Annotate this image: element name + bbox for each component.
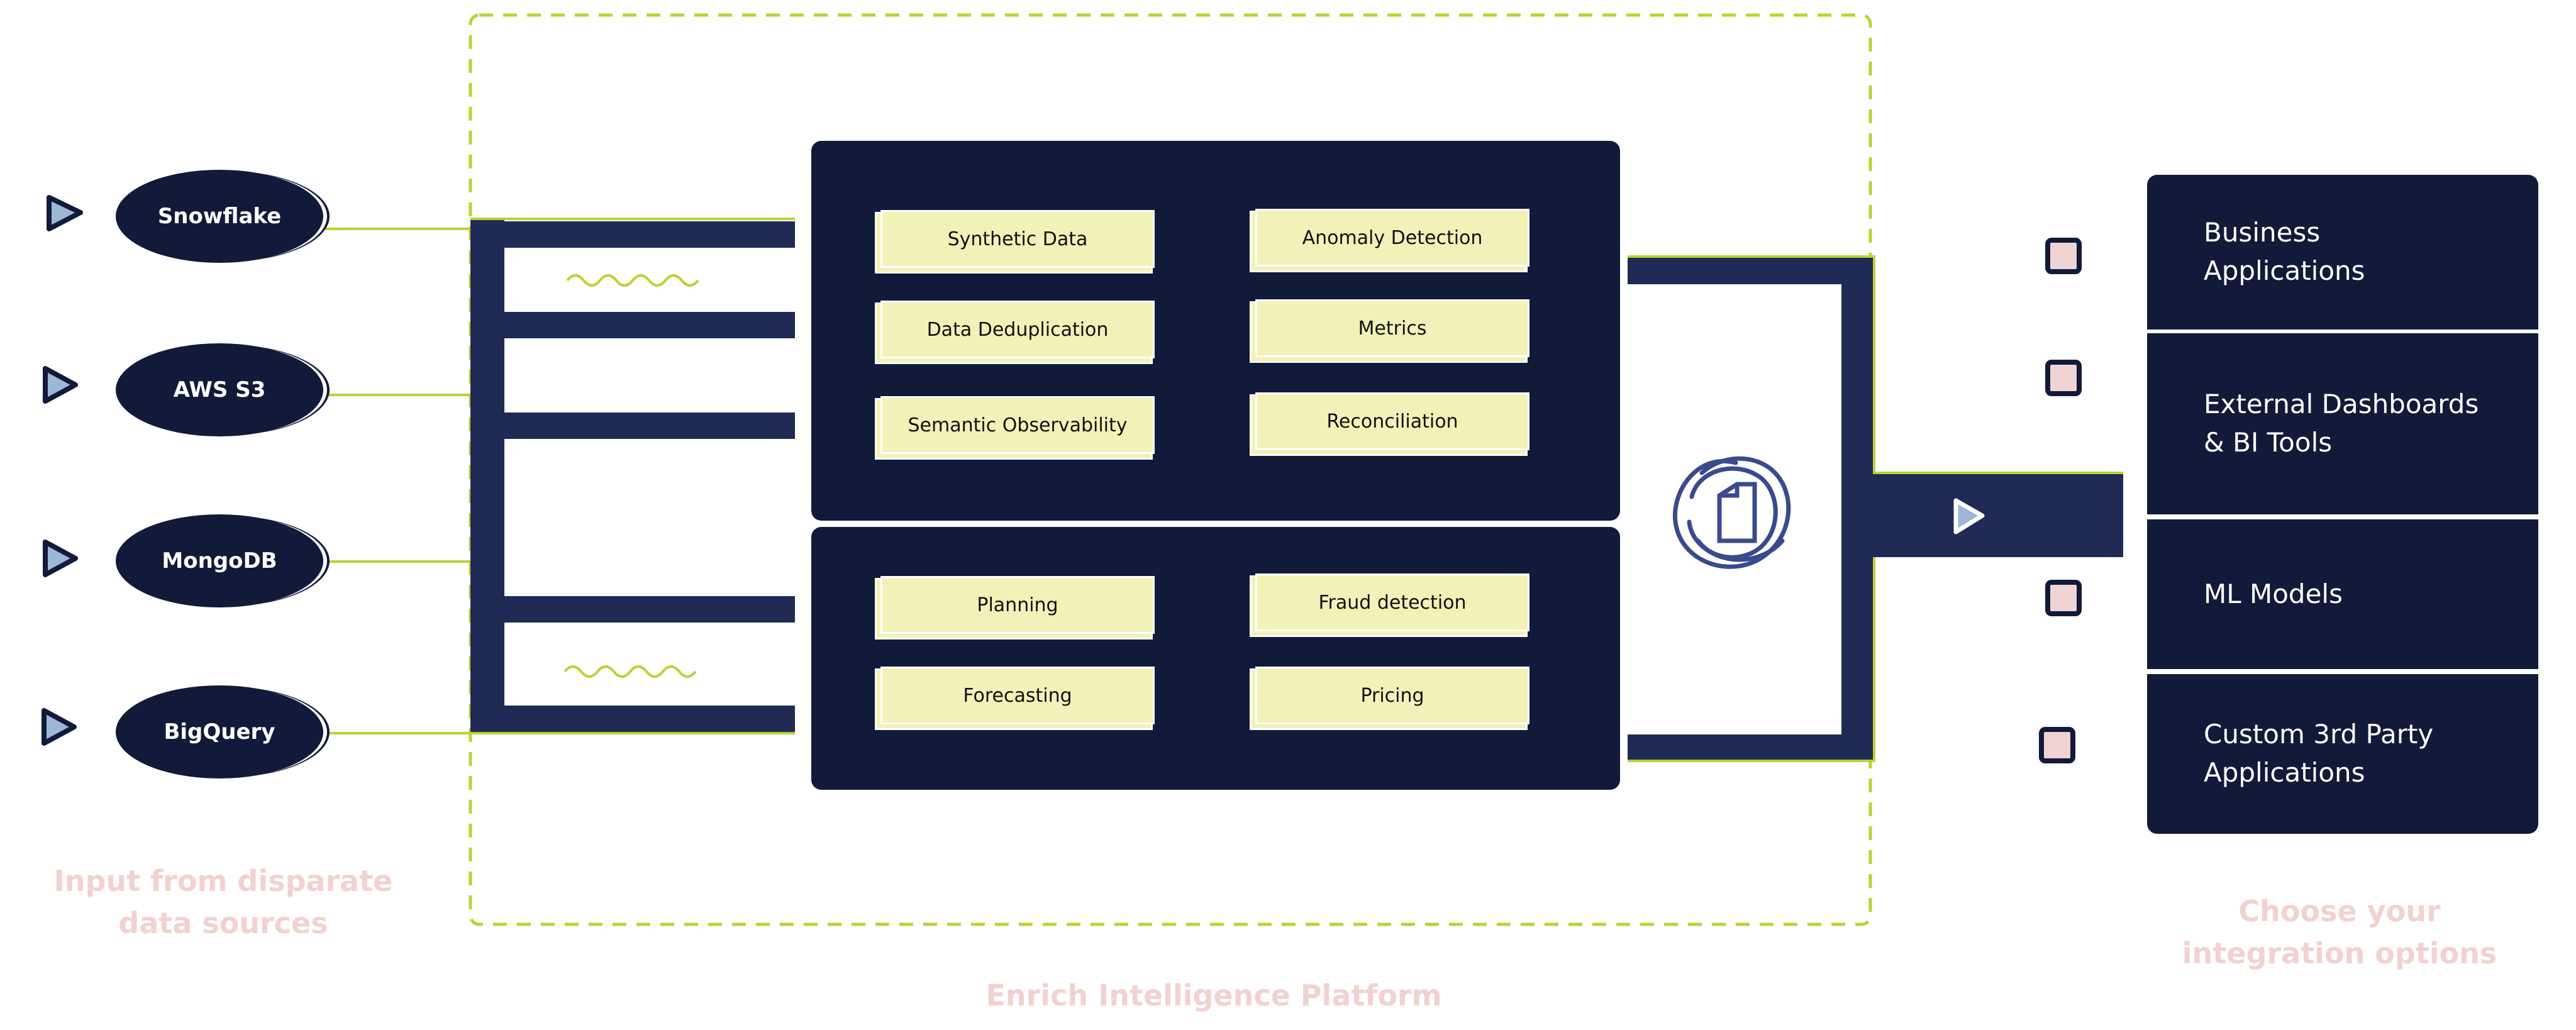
capability-card[interactable]: Metrics [1255,299,1530,357]
squiggle-top [566,274,699,287]
capability-card[interactable]: Anomaly Detection [1255,209,1530,267]
output-pipe-right [1841,258,1874,761]
source-snowflake[interactable]: Snowflake [116,170,323,263]
capability-label: Forecasting [963,684,1072,707]
output-pipe-bottom [1628,734,1874,761]
capability-card[interactable]: Data Deduplication [880,301,1155,358]
output-manifold-edge [1628,557,1875,762]
output-manifold [1628,258,2123,761]
squiggle-bottom [564,665,697,678]
output-business-applications[interactable]: Business Applications [2147,175,2538,329]
source-label: MongoDB [162,548,277,573]
play-arrow-icon [42,708,77,746]
capability-card[interactable]: Fraud detection [1255,573,1530,631]
capability-label: Reconciliation [1326,410,1458,433]
capability-card[interactable]: Synthetic Data [880,210,1155,268]
manifold-branch [504,413,795,439]
caption-input-sources: Input from disparate data sources [53,864,393,940]
output-label: External Dashboards & BI Tools [2204,389,2479,458]
output-square-icon [2045,360,2082,396]
source-bigquery[interactable]: BigQuery [116,685,323,778]
capability-label: Planning [977,594,1058,616]
source-connectors [319,228,470,734]
play-arrow-icon [1953,498,1985,534]
caption-platform: Enrich Intelligence Platform [985,978,1442,1012]
output-label: Custom 3rd Party Applications [2204,719,2434,788]
caption-integration: Choose your integration options [2182,894,2497,970]
manifold-branch [504,706,795,733]
capability-label: Metrics [1358,317,1427,340]
output-square-icon [2045,238,2082,274]
capability-label: Pricing [1360,684,1424,707]
capability-label: Anomaly Detection [1302,226,1483,249]
output-pipe-top [1628,258,1874,284]
capability-label: Synthetic Data [947,228,1088,250]
manifold-spine [470,219,504,733]
source-label: Snowflake [157,204,282,229]
source-label: AWS S3 [173,377,266,402]
capability-card[interactable]: Reconciliation [1255,392,1530,450]
output-custom-3rd-party[interactable]: Custom 3rd Party Applications [2147,674,2538,834]
capability-card[interactable]: Semantic Observability [880,396,1155,454]
capability-label: Fraud detection [1318,591,1467,614]
output-external-dashboards[interactable]: External Dashboards & BI Tools [2147,333,2538,514]
output-ml-models[interactable]: ML Models [2147,519,2538,669]
source-mongodb[interactable]: MongoDB [116,514,323,607]
output-label: Business Applications [2204,217,2365,286]
output-manifold-edge [1628,255,2123,474]
output-square-icon [2045,580,2082,616]
capability-card[interactable]: Pricing [1255,667,1530,724]
source-aws-s3[interactable]: AWS S3 [116,343,323,436]
capability-panel-bottom [811,527,1620,790]
manifold-branch [504,596,795,623]
capability-label: Semantic Observability [908,414,1128,436]
capability-label: Data Deduplication [926,318,1109,341]
capability-card[interactable]: Planning [880,576,1155,634]
output-square-icon [2039,727,2075,763]
source-label: BigQuery [164,719,275,745]
play-arrow-icon [47,195,83,231]
manifold-branch [504,312,795,338]
output-pipe-main [1874,473,2123,557]
manifold-branch [470,221,795,248]
intake-manifold [470,219,795,733]
output-label: ML Models [2204,578,2343,609]
play-arrow-icon [43,540,78,577]
capability-card[interactable]: Forecasting [880,667,1155,724]
play-arrow-icon [43,366,78,404]
